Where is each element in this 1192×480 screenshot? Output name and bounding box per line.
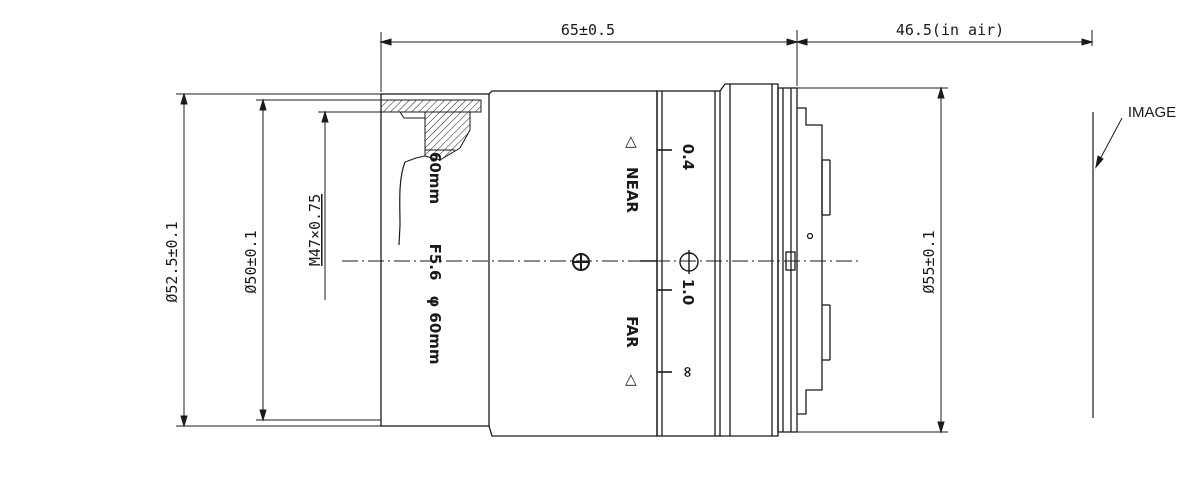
- section-cut: [380, 99, 482, 246]
- dim-mount-diameter-label: Ø55±0.1: [920, 230, 938, 293]
- mount-flange: [777, 87, 798, 433]
- image-plane-label: IMAGE: [1128, 104, 1176, 121]
- dimension-lines: [176, 30, 1123, 434]
- rear-barrel: [719, 83, 779, 437]
- dim-back-focus-label: 46.5(in air): [896, 21, 1004, 39]
- center-mark-icon: [572, 253, 590, 271]
- far-arrow-icon: ◁: [623, 374, 641, 386]
- dim-thread-label: M47×0.75: [306, 194, 324, 266]
- mount-rear: [797, 107, 823, 415]
- focus-ring: [656, 90, 721, 437]
- dim-inner-diameter-label: Ø50±0.1: [242, 230, 260, 293]
- near-label: NEAR: [623, 167, 641, 213]
- focus-scale-ticks: [640, 149, 672, 373]
- scale-value-infinity: ∞: [679, 366, 697, 379]
- scale-value-1-0: 1.0: [679, 279, 697, 306]
- focal-length-marking: 60mm: [426, 152, 444, 204]
- front-barrel: [380, 93, 490, 427]
- dim-length-label: 65±0.5: [561, 21, 615, 39]
- dim-outer-diameter-label: Ø52.5±0.1: [163, 221, 181, 302]
- lens-body: [380, 83, 831, 437]
- focus-index-symbol: [679, 250, 699, 274]
- scale-value-0-4: 0.4: [679, 144, 697, 171]
- filter-marking: φ 60mm: [426, 295, 444, 364]
- far-label: FAR: [623, 316, 641, 348]
- near-arrow-icon: ◁: [623, 136, 641, 148]
- aperture-marking: F5.6: [426, 244, 444, 281]
